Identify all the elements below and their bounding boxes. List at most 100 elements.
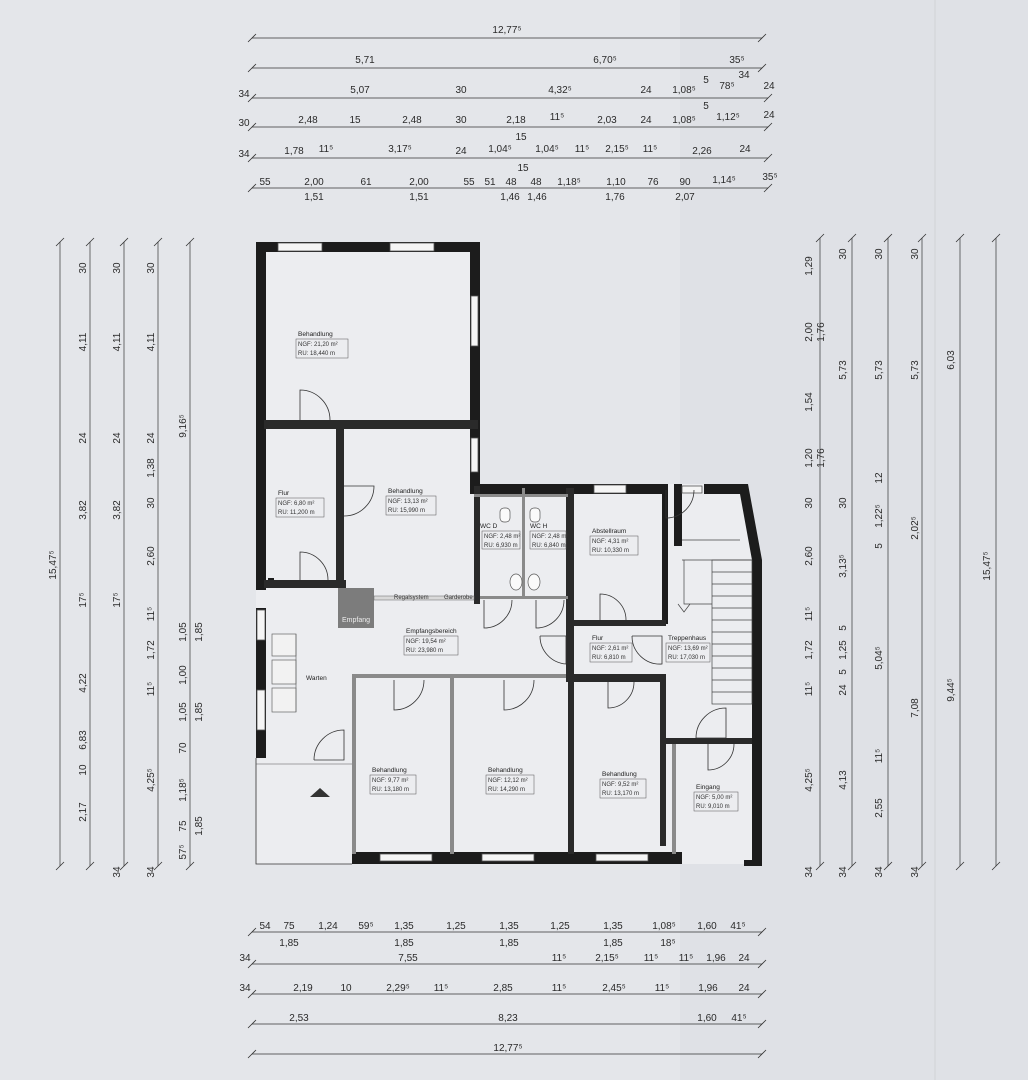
dim-label: 30 (455, 85, 467, 96)
dim-label: 75 (178, 820, 189, 832)
dimension-tick (153, 861, 163, 871)
dim-label: 30 (838, 248, 849, 260)
dim-label: 1,35 (499, 921, 519, 932)
dim-label: 1,72 (146, 640, 157, 660)
dimension-tick (847, 861, 857, 871)
dim-label: 1,04⁵ (535, 144, 559, 155)
dim-label: 34 (239, 983, 251, 994)
toilet-icon (499, 507, 511, 523)
dim-label: 1,38 (146, 458, 157, 478)
dim-label: 2,03 (597, 115, 617, 126)
dim-label: 9,44⁵ (946, 678, 957, 702)
dim-label: 2,26 (692, 146, 712, 157)
dim-label: 8,23 (498, 1013, 518, 1024)
dim-label: 1,96 (698, 983, 718, 994)
dimension-tick (757, 33, 767, 43)
dimension-tick (55, 861, 65, 871)
staircase (677, 539, 753, 705)
dim-label: 2,00 (804, 322, 815, 342)
dim-label: 1,85 (499, 938, 519, 949)
dim-label: 24 (640, 115, 652, 126)
dim-label: 1,85 (603, 938, 623, 949)
dim-label: 59⁵ (358, 921, 373, 932)
dim-label: 1,46 (500, 192, 520, 203)
room-perimeter: RU: 13,170 m (602, 791, 639, 797)
room-label-wc-h: WC H NGF: 2,48 m² RU: 6,840 m (529, 523, 568, 550)
dim-label: 30 (146, 497, 157, 509)
dim-label: 1,18⁵ (557, 177, 581, 188)
dimension-tick (85, 237, 95, 247)
dim-label: 17⁵ (78, 592, 89, 607)
dim-label: 41⁵ (731, 1013, 746, 1024)
left-dimension-labels: 15,47⁵ 30 4,11 24 3,82 17⁵ 4,22 10 2,17 … (48, 262, 205, 878)
dim-label: 1,20 (804, 448, 815, 468)
dimension-tick (757, 63, 767, 73)
dim-label: 24 (838, 684, 849, 696)
dimension-tick (883, 233, 893, 243)
dimension-tick (991, 861, 1001, 871)
dim-label: 1,60 (697, 1013, 717, 1024)
room-perimeter: RU: 15,990 m (388, 508, 425, 514)
room-area: NGF: 9,52 m² (602, 782, 638, 788)
dim-label: 24 (738, 983, 750, 994)
dim-label: 1,05 (178, 622, 189, 642)
dim-label: 57⁵ (178, 844, 189, 859)
dim-label: 48 (505, 177, 517, 188)
dim-label: 1,51 (409, 192, 429, 203)
dim-label: 10 (340, 983, 352, 994)
room-labels: Behandlung NGF: 21,20 m² RU: 18,440 m Fl… (275, 331, 739, 812)
dim-label: 2,29⁵ (386, 983, 410, 994)
dimension-tick (119, 861, 129, 871)
dim-label: 1,78 (284, 146, 304, 157)
dim-label: 1,96 (706, 953, 726, 964)
room-area: NGF: 2,48 m² (532, 534, 568, 540)
dimension-ticks (55, 33, 1001, 1059)
dim-label: 3,82 (112, 500, 123, 520)
room-perimeter: RU: 6,930 m (484, 543, 518, 549)
dimension-tick (757, 959, 767, 969)
dim-label: 34 (112, 866, 123, 878)
dim-label: 2,02⁵ (910, 516, 921, 540)
dim-label: 4,11 (146, 332, 157, 351)
top-dimension-labels: 12,77⁵ 5,71 6,70⁵ 35⁵ 34 5,07 30 4,32⁵ 2… (238, 25, 777, 203)
dim-label: 1,25 (838, 640, 849, 660)
dimension-tick (247, 959, 257, 969)
dim-label: 15,47⁵ (982, 551, 993, 580)
dimension-tick (119, 237, 129, 247)
dim-label: 1,00 (178, 665, 189, 685)
dim-label: 30 (78, 262, 89, 274)
dim-label: 34 (238, 89, 250, 100)
dim-label: 4,22 (78, 673, 89, 693)
dim-label: 24 (739, 144, 751, 155)
dimension-tick (917, 861, 927, 871)
room-name: Flur (278, 490, 290, 497)
dim-label: 3,17⁵ (388, 144, 412, 155)
dim-label: 1,29 (804, 256, 815, 276)
dim-label: 9,16⁵ (178, 414, 189, 438)
right-dimension-labels: 1,29 2,00 1,76 1,54 1,20 1,76 30 2,60 11… (804, 248, 993, 878)
dim-label: 11⁵ (804, 682, 815, 697)
room-label-treppenhaus: Treppenhaus NGF: 13,69 m² RU: 17,030 m (665, 635, 711, 663)
dimension-tick (247, 93, 257, 103)
dim-label: 1,18⁵ (178, 778, 189, 802)
dim-label: 5,71 (355, 55, 375, 66)
terrace-outline (255, 758, 352, 865)
room-label-wc-d: WC D NGF: 2,48 m² RU: 6,930 m (480, 523, 520, 550)
dim-label: 5,04⁵ (874, 646, 885, 670)
dim-label: 4,25⁵ (804, 768, 815, 792)
dim-label: 35⁵ (762, 172, 777, 183)
dim-label: 1,51 (304, 192, 324, 203)
dim-label: 11⁵ (644, 953, 659, 964)
dim-label: 30 (146, 262, 157, 274)
dim-label: 1,54 (804, 392, 815, 412)
dimension-tick (55, 237, 65, 247)
dim-label: 1,85 (394, 938, 414, 949)
dim-label: 30 (455, 115, 467, 126)
dim-label: 2,17 (78, 802, 89, 822)
room-area: NGF: 13,69 m² (668, 646, 708, 652)
dim-label: 11⁵ (552, 953, 567, 964)
dim-label: 34 (238, 149, 250, 160)
wardrobe-label: Garderobe (444, 595, 473, 601)
dimension-tick (815, 861, 825, 871)
